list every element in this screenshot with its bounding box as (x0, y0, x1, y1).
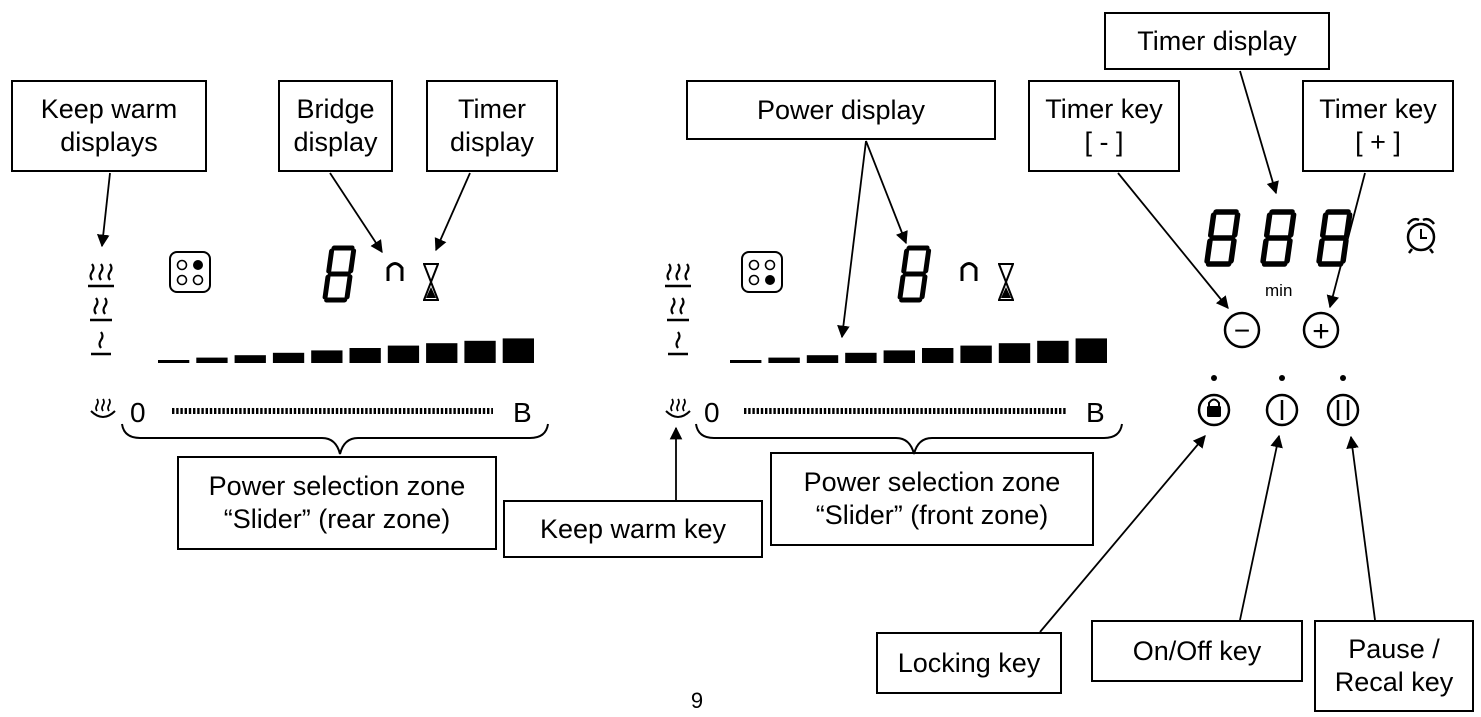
power-level-bar-4 (845, 352, 877, 363)
callout-timer-display-left: Timer display (426, 80, 558, 172)
power-level-bar-8 (998, 343, 1031, 363)
power-level-bar-6 (349, 348, 381, 363)
callout-bridge-display: Bridge display (278, 80, 393, 172)
timer-hourglass-icon (998, 263, 1014, 301)
power-level-bar-7 (960, 345, 992, 363)
callout-onoff-key: On/Off key (1091, 620, 1303, 682)
power-level-bar-1 (158, 360, 190, 363)
callout-power-zone-front: Power selection zone “Slider” (front zon… (770, 452, 1094, 546)
keep-warm-level2-icon (665, 296, 691, 322)
brace-front (695, 423, 1123, 455)
power-level-bar-10 (502, 338, 534, 363)
arrow-onoff-key (1239, 434, 1283, 621)
plus-icon: + (1312, 315, 1330, 348)
callout-arrows (96, 70, 1376, 633)
callout-locking-key: Locking key (876, 632, 1062, 694)
power-level-bar-9 (464, 340, 496, 363)
power-level-bar-5 (883, 350, 915, 363)
timer-digits (1204, 209, 1353, 267)
keep-warm-level1-icon (89, 330, 113, 356)
lock-icon (1208, 398, 1220, 407)
arrow-timer-display-right (1239, 70, 1279, 195)
front-zone-panel: 0 B (663, 245, 1123, 455)
callout-timer-key-plus: Timer key [ + ] (1302, 80, 1454, 172)
keep-warm-level3-icon (86, 262, 116, 288)
arrow-locking-key (1039, 435, 1206, 633)
arrow-keep-warm-displays (96, 172, 111, 248)
keep-warm-key-icon[interactable] (665, 398, 691, 418)
pause-recal-key-button[interactable] (1326, 393, 1360, 427)
power-indicator-led (1279, 375, 1285, 381)
keep-warm-level1-icon (666, 330, 690, 356)
slider-min-label: 0 (704, 397, 720, 428)
locking-key-button[interactable] (1197, 393, 1231, 427)
brace-rear (121, 423, 549, 455)
keep-warm-level3-icon (663, 262, 693, 288)
keep-warm-level2-icon (88, 296, 114, 322)
power-level-bar-6 (922, 348, 954, 363)
page-number: 9 (691, 688, 703, 713)
callout-power-zone-rear: Power selection zone “Slider” (rear zone… (177, 456, 497, 550)
zone-position-icon (741, 251, 783, 293)
rear-zone-panel: 0 B (86, 245, 549, 455)
minus-icon: − (1234, 315, 1250, 346)
bridge-icon (386, 262, 404, 281)
keep-warm-key-icon (90, 398, 116, 418)
arrow-pause-key (1346, 435, 1376, 621)
power-level-bar-10 (1075, 338, 1107, 363)
power-level-bar-8 (426, 343, 458, 363)
timer-plus-button[interactable]: + (1302, 311, 1340, 349)
slider-max-label: B (1086, 397, 1105, 428)
slider-max-label: B (513, 397, 532, 428)
power-level-bar-2 (768, 357, 800, 363)
bridge-icon (960, 262, 978, 281)
power-level-bar-2 (196, 357, 228, 363)
callout-keep-warm-key: Keep warm key (503, 500, 763, 558)
power-level-bar-9 (1037, 340, 1069, 363)
power-level-bar-4 (272, 352, 305, 363)
power-level-bar-3 (234, 355, 266, 363)
power-level-bar-5 (311, 350, 343, 363)
callout-timer-key-minus: Timer key [ - ] (1028, 80, 1180, 172)
power-level-bar-3 (806, 355, 839, 363)
arrow-bridge-display (329, 172, 383, 254)
arrow-timer-display-left (434, 172, 471, 252)
timer-hourglass-icon (423, 263, 439, 301)
power-level-bars-front (730, 338, 1107, 363)
timer-panel: min − + (1197, 209, 1436, 427)
zone-position-icon (169, 251, 211, 293)
timer-unit-label: min (1265, 281, 1292, 300)
callout-power-display: Power display (686, 80, 996, 140)
power-level-bars-rear (158, 338, 534, 363)
onoff-key-button[interactable] (1265, 393, 1299, 427)
callout-timer-display-right: Timer display (1104, 12, 1330, 70)
slider-min-label: 0 (130, 397, 146, 428)
arrow-timer-key-plus (1326, 172, 1366, 309)
callout-keep-warm-displays: Keep warm displays (11, 80, 207, 172)
arrow-power-display-bars (837, 140, 867, 339)
lock-indicator-led (1211, 375, 1217, 381)
arrow-timer-key-minus (1117, 172, 1229, 309)
power-level-bar-1 (730, 360, 762, 363)
arrow-power-display-digit (865, 140, 908, 245)
pause-indicator-led (1340, 375, 1346, 381)
timer-minus-button[interactable]: − (1223, 311, 1261, 349)
callout-pause-recal-key: Pause / Recal key (1314, 620, 1474, 712)
power-digit-rear (322, 245, 357, 303)
power-level-bar-7 (387, 345, 420, 363)
power-digit-front (897, 245, 932, 303)
alarm-clock-icon (1406, 217, 1436, 254)
